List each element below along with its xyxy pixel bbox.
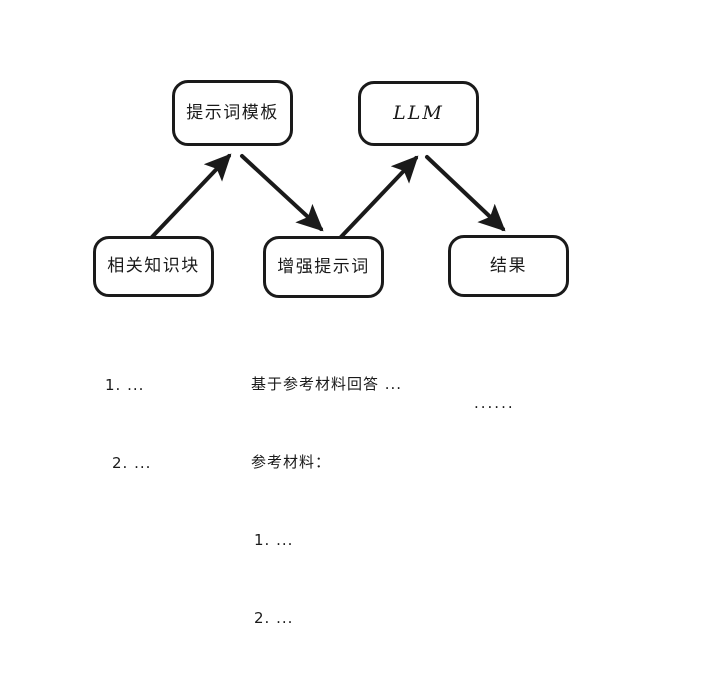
annotation-augmented-prompt-text: 基于参考材料回答 ... 参考材料： 1. ... 2. ... (251, 319, 402, 683)
node-llm-label: LLM (393, 102, 444, 125)
node-llm[interactable]: LLM (358, 81, 479, 146)
annotation-augmented-prompt-line: 基于参考材料回答 ... (251, 375, 403, 393)
annotation-augmented-prompt-line: 1. ... (254, 531, 294, 549)
edge-llm-to-result (425, 155, 506, 232)
node-prompt-template-label: 提示词模板 (186, 102, 279, 123)
node-result[interactable]: 结果 (448, 235, 569, 297)
edge-knowledge-to-prompt-template (150, 153, 232, 239)
edge-augmented-to-llm (338, 155, 419, 240)
node-prompt-template[interactable]: 提示词模板 (172, 80, 293, 146)
node-relevant-knowledge-chunks-label: 相关知识块 (107, 256, 200, 277)
annotation-augmented-prompt-line: 2. ... (254, 609, 294, 627)
node-augmented-prompt[interactable]: 增强提示词 (263, 236, 384, 298)
annotation-result-line: ...... (474, 394, 515, 412)
node-result-label: 结果 (490, 255, 527, 276)
node-augmented-prompt-label: 增强提示词 (277, 256, 370, 277)
annotation-knowledge-list-line: 1. ... (105, 376, 145, 394)
edge-prompt-template-to-augmented (240, 154, 324, 232)
annotation-result-text: ...... (474, 338, 515, 468)
annotation-knowledge-list-line: 2. ... (112, 454, 152, 472)
annotation-augmented-prompt-line: 参考材料： (251, 453, 332, 471)
diagram-canvas: 提示词模板 LLM 相关知识块 增强提示词 结果 1. ... 2. ... 基… (93, 80, 569, 627)
annotation-knowledge-list: 1. ... 2. ... (105, 320, 151, 528)
node-relevant-knowledge-chunks[interactable]: 相关知识块 (93, 236, 214, 297)
